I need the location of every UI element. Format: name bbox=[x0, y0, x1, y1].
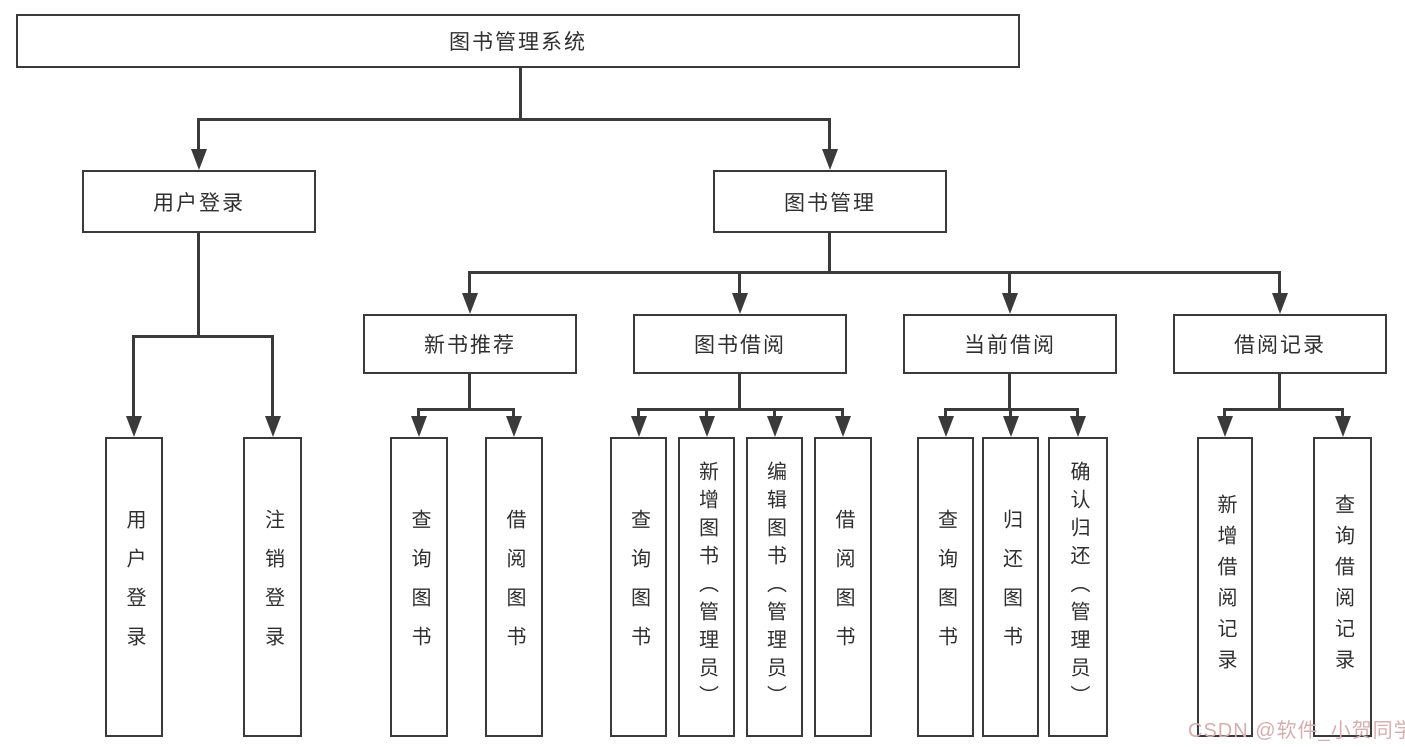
node-current-borrow: 当前借阅 bbox=[903, 314, 1117, 374]
arrow-down-icon bbox=[767, 416, 783, 437]
arrow-down-icon bbox=[126, 416, 142, 437]
connector-line bbox=[705, 411, 708, 417]
connector-line bbox=[944, 411, 947, 417]
connector-line bbox=[197, 233, 200, 335]
connector-line bbox=[637, 408, 844, 411]
arrow-down-icon bbox=[835, 416, 851, 437]
leaf-borrow-query-book: 查询图书 bbox=[610, 437, 667, 737]
leaf-confirm-return-admin: 确认归还（管理员） bbox=[1048, 437, 1108, 737]
connector-line bbox=[519, 68, 522, 118]
leaf-current-query-book: 查询图书 bbox=[917, 437, 974, 737]
connector-line bbox=[828, 121, 831, 150]
connector-line bbox=[738, 274, 741, 293]
leaf-recommend-borrow-book-label: 借阅图书 bbox=[503, 509, 525, 665]
connector-line bbox=[841, 411, 844, 417]
arrow-down-icon bbox=[1070, 416, 1086, 437]
leaf-logout: 注销登录 bbox=[243, 437, 302, 737]
leaf-borrow-borrow-book-label: 借阅图书 bbox=[832, 509, 854, 665]
connector-line bbox=[1278, 374, 1281, 408]
connector-line bbox=[1341, 411, 1344, 417]
connector-line bbox=[738, 374, 741, 408]
connector-line bbox=[637, 411, 640, 417]
connector-line bbox=[1223, 408, 1344, 411]
leaf-edit-book-admin: 编辑图书（管理员） bbox=[746, 437, 803, 737]
connector-line bbox=[944, 408, 1079, 411]
connector-line bbox=[512, 411, 515, 417]
connector-line bbox=[132, 338, 135, 416]
leaf-recommend-borrow-book: 借阅图书 bbox=[485, 437, 543, 737]
connector-line bbox=[197, 118, 831, 121]
node-book-management: 图书管理 bbox=[713, 170, 947, 233]
arrow-down-icon bbox=[1335, 416, 1351, 437]
leaf-add-book-admin: 新增图书（管理员） bbox=[678, 437, 735, 737]
leaf-query-borrow-record-label: 查询借阅记录 bbox=[1331, 494, 1354, 680]
node-book-borrow: 图书借阅 bbox=[633, 314, 847, 374]
arrow-down-icon bbox=[265, 416, 281, 437]
node-new-book-recommend: 新书推荐 bbox=[363, 314, 577, 374]
arrow-down-icon bbox=[506, 416, 522, 437]
leaf-confirm-return-admin-label: 确认归还（管理员） bbox=[1067, 461, 1089, 713]
connector-line bbox=[468, 274, 471, 293]
node-root-library-system: 图书管理系统 bbox=[16, 14, 1020, 68]
leaf-query-borrow-record: 查询借阅记录 bbox=[1313, 437, 1372, 737]
leaf-add-borrow-record: 新增借阅记录 bbox=[1197, 437, 1253, 737]
leaf-borrow-query-book-label: 查询图书 bbox=[627, 509, 650, 665]
arrow-down-icon bbox=[1003, 416, 1019, 437]
leaf-user-login: 用户登录 bbox=[105, 437, 163, 737]
arrow-down-icon bbox=[732, 293, 748, 314]
connector-line bbox=[1076, 411, 1079, 417]
arrow-down-icon bbox=[462, 293, 478, 314]
csdn-watermark: CSDN @软件_小贺同学 bbox=[1188, 720, 1405, 742]
arrow-down-icon bbox=[191, 149, 207, 170]
leaf-borrow-borrow-book: 借阅图书 bbox=[814, 437, 872, 737]
connector-line bbox=[271, 338, 274, 416]
connector-line bbox=[132, 335, 274, 338]
node-user-login: 用户登录 bbox=[82, 170, 316, 233]
leaf-return-book-label: 归还图书 bbox=[999, 509, 1022, 665]
arrow-down-icon bbox=[1217, 416, 1233, 437]
leaf-add-borrow-record-label: 新增借阅记录 bbox=[1214, 494, 1236, 680]
node-borrow-records: 借阅记录 bbox=[1173, 314, 1387, 374]
connector-line bbox=[1009, 411, 1012, 417]
arrow-down-icon bbox=[1002, 293, 1018, 314]
arrow-down-icon bbox=[1272, 293, 1288, 314]
leaf-current-query-book-label: 查询图书 bbox=[934, 509, 957, 665]
connector-line bbox=[468, 374, 471, 408]
arrow-down-icon bbox=[938, 416, 954, 437]
leaf-user-login-label: 用户登录 bbox=[123, 509, 145, 665]
leaf-recommend-query-book-label: 查询图书 bbox=[408, 509, 430, 665]
arrow-down-icon bbox=[631, 416, 647, 437]
leaf-add-book-admin-label: 新增图书（管理员） bbox=[695, 461, 718, 713]
connector-line bbox=[197, 121, 200, 150]
leaf-edit-book-admin-label: 编辑图书（管理员） bbox=[763, 461, 786, 713]
connector-line bbox=[468, 271, 1281, 274]
connector-line bbox=[1008, 374, 1011, 408]
arrow-down-icon bbox=[411, 416, 427, 437]
connector-line bbox=[828, 233, 831, 271]
leaf-return-book: 归还图书 bbox=[982, 437, 1039, 737]
leaf-recommend-query-book: 查询图书 bbox=[390, 437, 448, 737]
connector-line bbox=[1223, 411, 1226, 417]
connector-line bbox=[1008, 274, 1011, 293]
connector-line bbox=[773, 411, 776, 417]
connector-line bbox=[1278, 274, 1281, 293]
arrow-down-icon bbox=[822, 149, 838, 170]
arrow-down-icon bbox=[699, 416, 715, 437]
leaf-logout-label: 注销登录 bbox=[261, 509, 284, 665]
connector-line bbox=[417, 411, 420, 417]
connector-line bbox=[417, 408, 515, 411]
